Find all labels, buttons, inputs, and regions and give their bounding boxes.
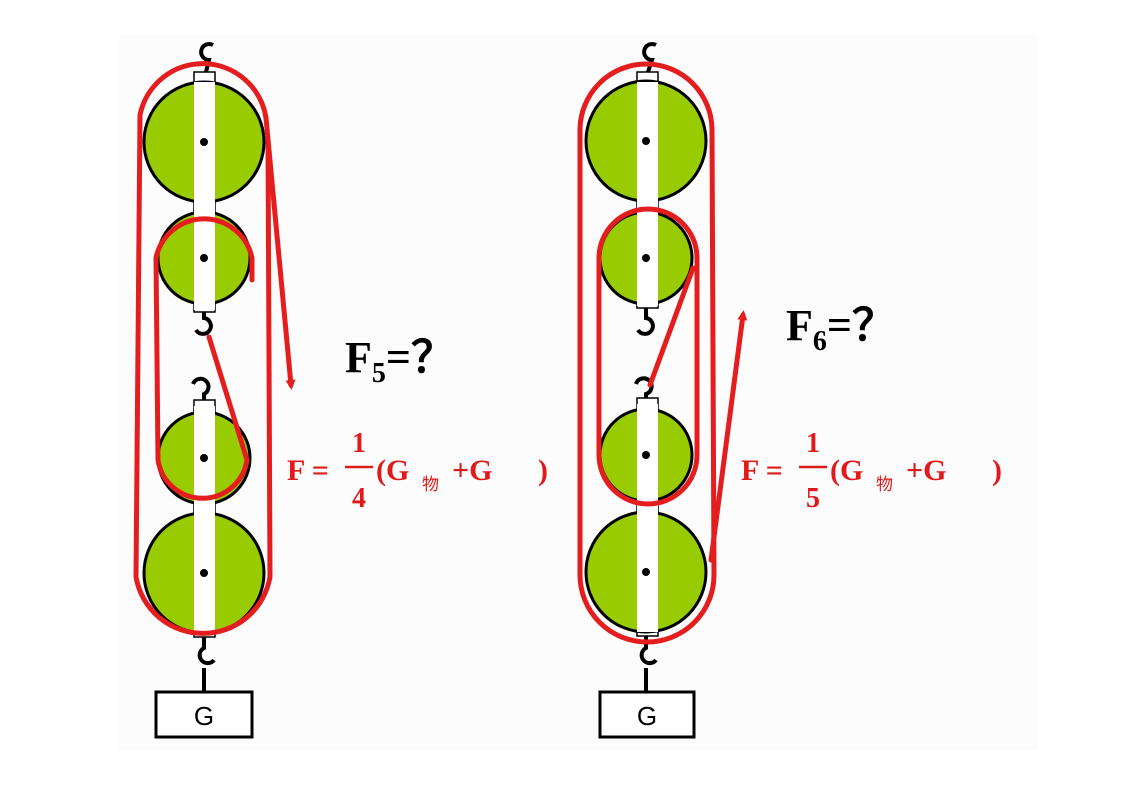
left-formula-open: (G [376, 454, 409, 487]
left-formula-lhs: F = [287, 454, 329, 487]
left-formula: F = 1 4 (G 物 +G ) [287, 428, 548, 514]
left-pull-rope [263, 115, 296, 390]
left-formula-plus: +G [452, 454, 492, 487]
right-weight-box [598, 690, 696, 739]
left-pulley-system: G F5=？ F = 1 4 (G 物 +G ) [133, 42, 548, 739]
right-formula-numerator: 1 [806, 428, 820, 459]
right-question-label: F6=？ [786, 301, 896, 357]
right-middle-hook-upper [636, 308, 655, 336]
left-formula-denominator: 4 [352, 483, 366, 514]
left-middle-hook-lower [191, 376, 211, 402]
right-formula-denominator: 5 [806, 483, 820, 514]
left-middle-hook-upper [194, 312, 213, 336]
left-formula-numerator: 1 [352, 428, 366, 459]
right-rope-inner-loop [596, 206, 700, 507]
right-axle-1 [642, 137, 650, 145]
right-top-hook [642, 42, 657, 73]
right-formula-lhs: F = [741, 454, 783, 487]
right-rope-outer-loop [577, 61, 717, 645]
left-question-label: F5=？ [345, 333, 455, 389]
left-axle-1 [200, 138, 208, 146]
right-inner-cross-rope [647, 265, 696, 388]
left-top-hook [199, 42, 214, 73]
right-formula-sub1: 物 [876, 475, 893, 495]
right-pulley-system: G F6=？ F = 1 5 (G 物 +G ) [577, 42, 1002, 739]
right-weight-label: G [637, 701, 657, 731]
right-axle-3 [642, 451, 650, 459]
left-weight-label: G [194, 701, 214, 731]
right-formula-open: (G [830, 454, 863, 487]
right-axle-4 [642, 568, 650, 576]
right-axle-2 [642, 254, 650, 262]
left-formula-sub1: 物 [422, 475, 439, 495]
left-rope-outer-loop [133, 61, 273, 636]
right-formula-close: ) [992, 454, 1002, 487]
left-bottom-hook [197, 637, 216, 692]
left-axle-4 [200, 569, 208, 577]
left-axle-3 [200, 454, 208, 462]
left-formula-close: ) [538, 454, 548, 487]
right-formula-plus: +G [906, 454, 946, 487]
right-pull-rope [708, 310, 748, 563]
right-formula: F = 1 5 (G 物 +G ) [741, 428, 1002, 514]
right-bottom-hook [639, 636, 658, 692]
left-weight-box [154, 690, 254, 739]
left-rope-inner-loop [153, 216, 255, 501]
left-axle-2 [200, 254, 208, 262]
